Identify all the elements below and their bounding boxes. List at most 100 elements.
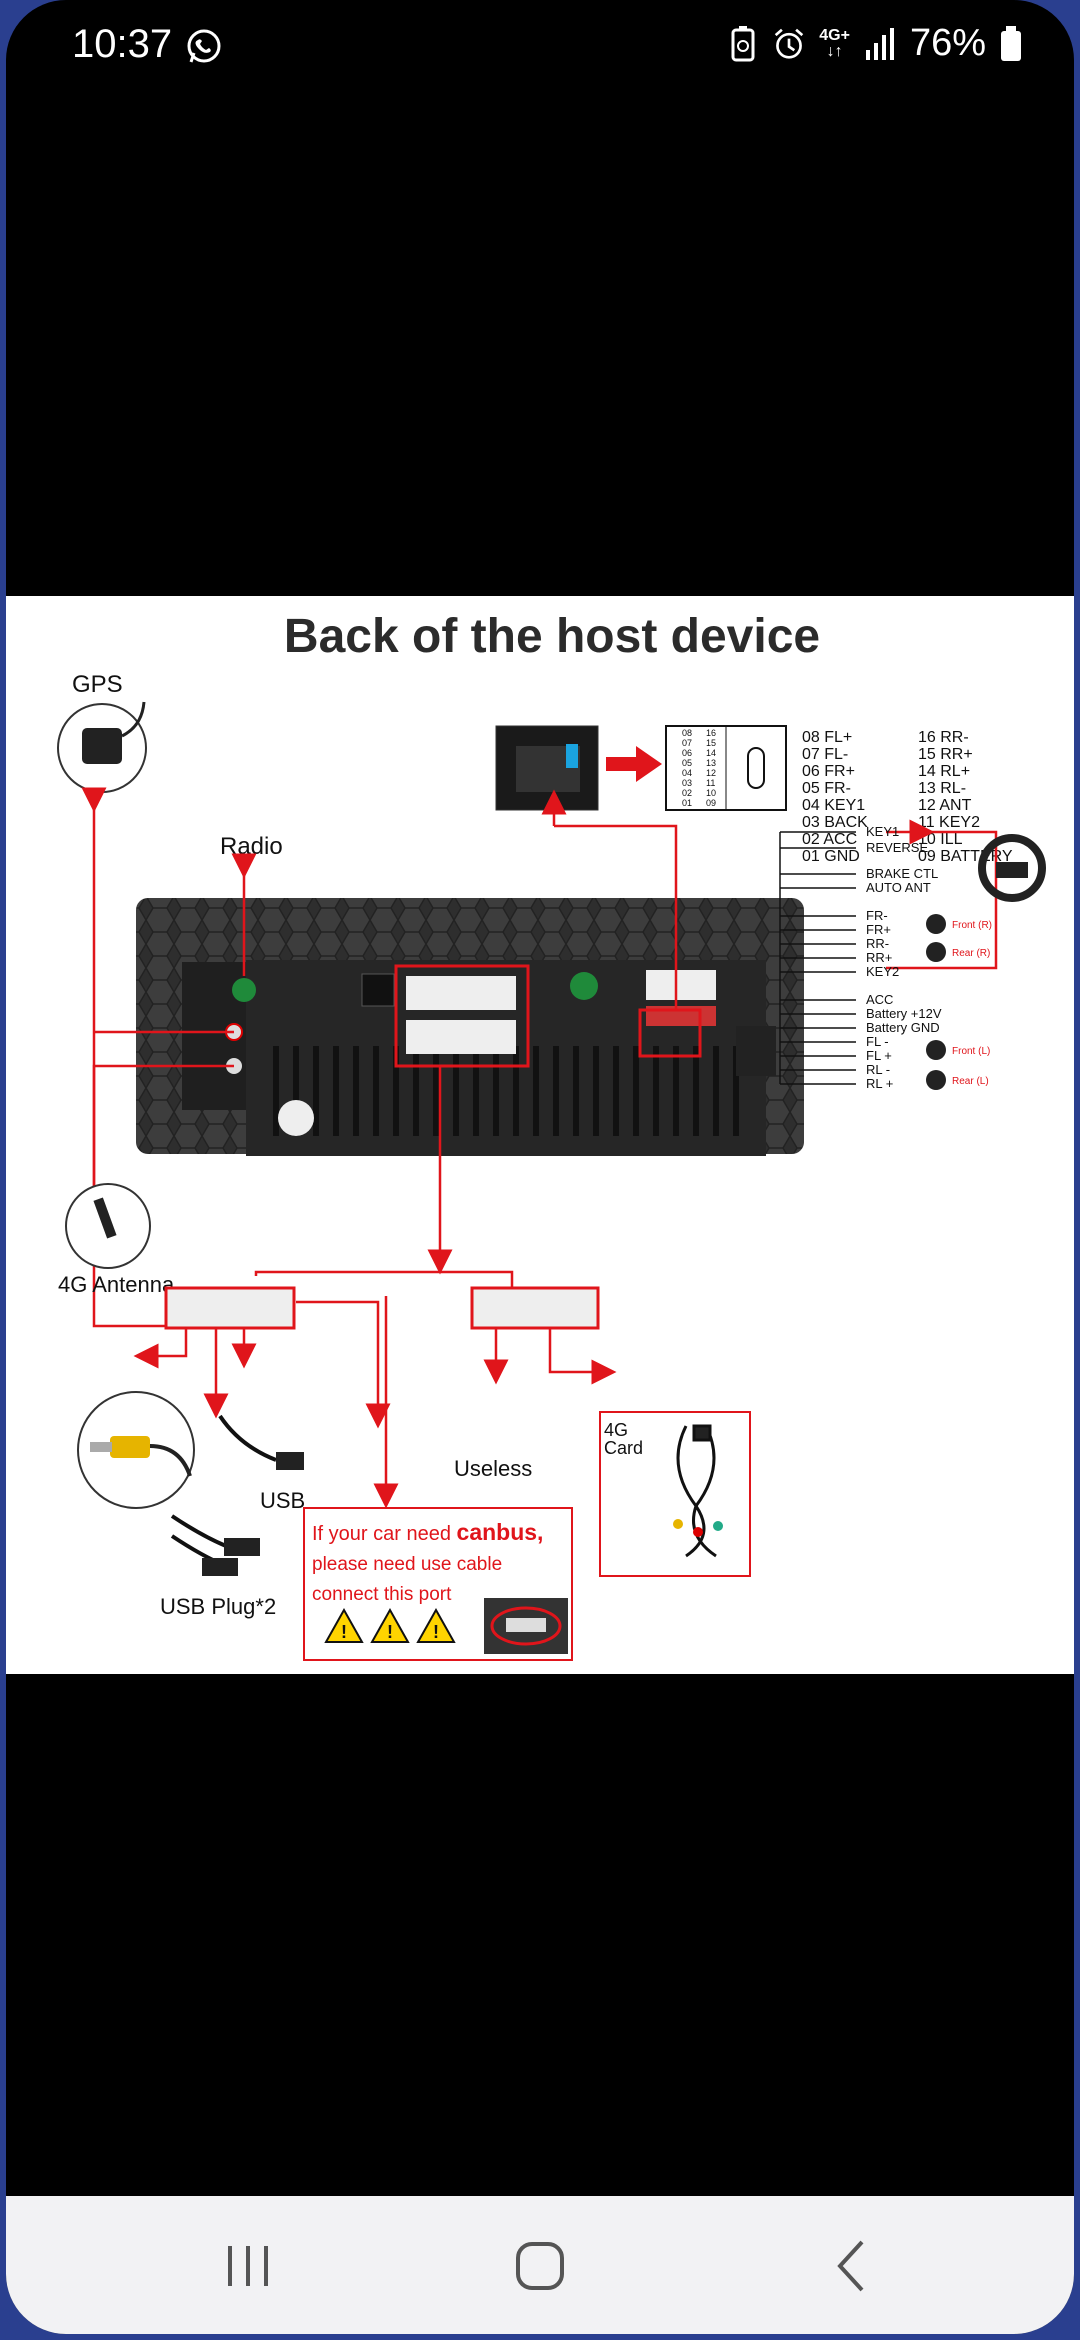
pin-assignment: 14 RL+	[918, 763, 970, 780]
pin-label: 11	[706, 778, 715, 788]
status-bar: 10:37 4G+ ↓↑	[6, 0, 1074, 96]
wire-label: RR+	[866, 950, 892, 965]
wiring-diagram-image[interactable]: Back of the host device GPS Radio	[6, 596, 1074, 1674]
pin-label: 03	[682, 778, 692, 788]
wire-label: RL +	[866, 1076, 893, 1091]
data-arrows: ↓↑	[826, 42, 843, 60]
wire-label: RR-	[866, 936, 889, 951]
speaker-label: Front (L)	[952, 1046, 990, 1057]
connector-bottom	[406, 1020, 516, 1054]
network-4g-icon: 4G+ ↓↑	[819, 26, 850, 60]
wire-label: ACC	[866, 992, 893, 1007]
wiring-diagram: Back of the host device GPS Radio	[57, 610, 1046, 1661]
phone-screen: 10:37 4G+ ↓↑	[6, 0, 1074, 2334]
usb-cable-icon	[218, 1414, 304, 1470]
usb-plug-cable-icon	[170, 1514, 260, 1576]
speaker-icons	[926, 914, 946, 1090]
pin-label: 09	[706, 798, 716, 808]
antenna-4g-icon	[65, 1183, 151, 1269]
pin-label: 06	[682, 748, 692, 758]
connection-lines	[81, 787, 998, 1429]
connector-top	[406, 976, 516, 1010]
wire-label: FR-	[866, 908, 888, 923]
steering-wheel-icon	[978, 834, 1046, 902]
pin-assignment: 11 KEY2	[918, 814, 980, 831]
card-4g-label: Card	[604, 1438, 643, 1458]
pin-label: 10	[706, 788, 716, 798]
signal-icon	[865, 27, 894, 60]
pin-label: 05	[682, 758, 692, 768]
diagram-title: Back of the host device	[284, 610, 820, 663]
gps-label: GPS	[72, 671, 123, 698]
pin-assignment: 13 RL-	[918, 780, 966, 797]
speaker-label: Rear (L)	[952, 1076, 989, 1087]
battery-icon	[1001, 25, 1021, 61]
wire-label: REVERSE	[866, 840, 928, 855]
pin-assignment: 02 ACC	[802, 831, 857, 848]
svg-text:!: !	[387, 1622, 393, 1642]
navigation-bar	[6, 2196, 1074, 2334]
iso-connector-photo	[495, 725, 599, 811]
central-connector-highlight	[394, 964, 530, 1068]
pin-assignment: 12 ANT	[918, 797, 972, 814]
pin-assignment: 16 RR-	[918, 729, 969, 746]
card-4g-box	[599, 1411, 751, 1577]
pin-assignment: 03 BACK	[802, 814, 868, 831]
svg-text:!: !	[341, 1622, 347, 1642]
recycle-battery-icon	[731, 25, 755, 61]
pin-label: 04	[682, 768, 692, 778]
useless-label: Useless	[454, 1456, 532, 1481]
gps-module-icon	[57, 701, 147, 793]
wire-label: AUTO ANT	[866, 880, 931, 895]
alarm-icon	[775, 28, 804, 59]
recent-apps-icon[interactable]	[208, 2226, 288, 2306]
pin-assignment: 04 KEY1	[802, 797, 865, 814]
pin-label: 01	[682, 798, 692, 808]
battery-percent: 76%	[909, 22, 986, 64]
pin-label: 08	[682, 728, 692, 738]
pin-assignment: 07 FL-	[802, 746, 848, 763]
wire-label: RL -	[866, 1062, 890, 1077]
wire-label: KEY2	[866, 964, 899, 979]
usb-plug-label: USB Plug*2	[160, 1594, 276, 1619]
status-right: 4G+ ↓↑ 76%	[727, 22, 1022, 65]
status-time: 10:37	[72, 22, 173, 66]
pin-label: 14	[706, 748, 716, 758]
canbus-note-line3: connect this port	[312, 1584, 452, 1605]
wire-label: FL +	[866, 1048, 892, 1063]
warning-icons: ! ! !	[324, 1607, 456, 1643]
pin-label: 02	[682, 788, 692, 798]
wire-label: FL -	[866, 1034, 889, 1049]
connector-arrow	[636, 746, 662, 782]
pin-assignment: 10 ILL	[918, 831, 963, 848]
pinout-connector-diagram	[665, 725, 787, 811]
network-type: 4G+	[819, 26, 850, 44]
wire-label: FR+	[866, 922, 891, 937]
wire-label: Battery GND	[866, 1020, 940, 1035]
wire-label: KEY1	[866, 824, 899, 839]
speaker-label: Rear (R)	[952, 948, 990, 959]
wire-label: BRAKE CTL	[866, 866, 938, 881]
pin-label: 15	[706, 738, 716, 748]
usb-label: USB	[260, 1488, 305, 1513]
card-4g-label: 4G	[604, 1420, 628, 1440]
back-icon[interactable]	[812, 2226, 892, 2306]
wire-label: Battery +12V	[866, 1006, 942, 1021]
canbus-note-line1: If your car need canbus,	[312, 1519, 543, 1545]
radio-label: Radio	[220, 833, 283, 860]
canbus-port-thumbnail	[484, 1598, 568, 1654]
antenna-4g-label: 4G Antenna	[58, 1272, 175, 1297]
speaker-label: Front (R)	[952, 920, 992, 931]
rca-cable-icon	[77, 1391, 195, 1509]
home-icon[interactable]	[500, 2226, 580, 2306]
pin-label: 13	[706, 758, 716, 768]
canbus-note-line2: please need use cable	[312, 1554, 502, 1575]
whatsapp-icon	[187, 29, 221, 63]
card-4g-cable-icon	[673, 1424, 723, 1558]
pin-label: 16	[706, 728, 716, 738]
pin-assignment: 01 GND	[802, 848, 860, 865]
svg-text:!: !	[433, 1622, 439, 1642]
unused-harness-connector	[470, 1286, 600, 1330]
pin-label: 07	[682, 738, 692, 748]
pin-assignment: 06 FR+	[802, 763, 855, 780]
